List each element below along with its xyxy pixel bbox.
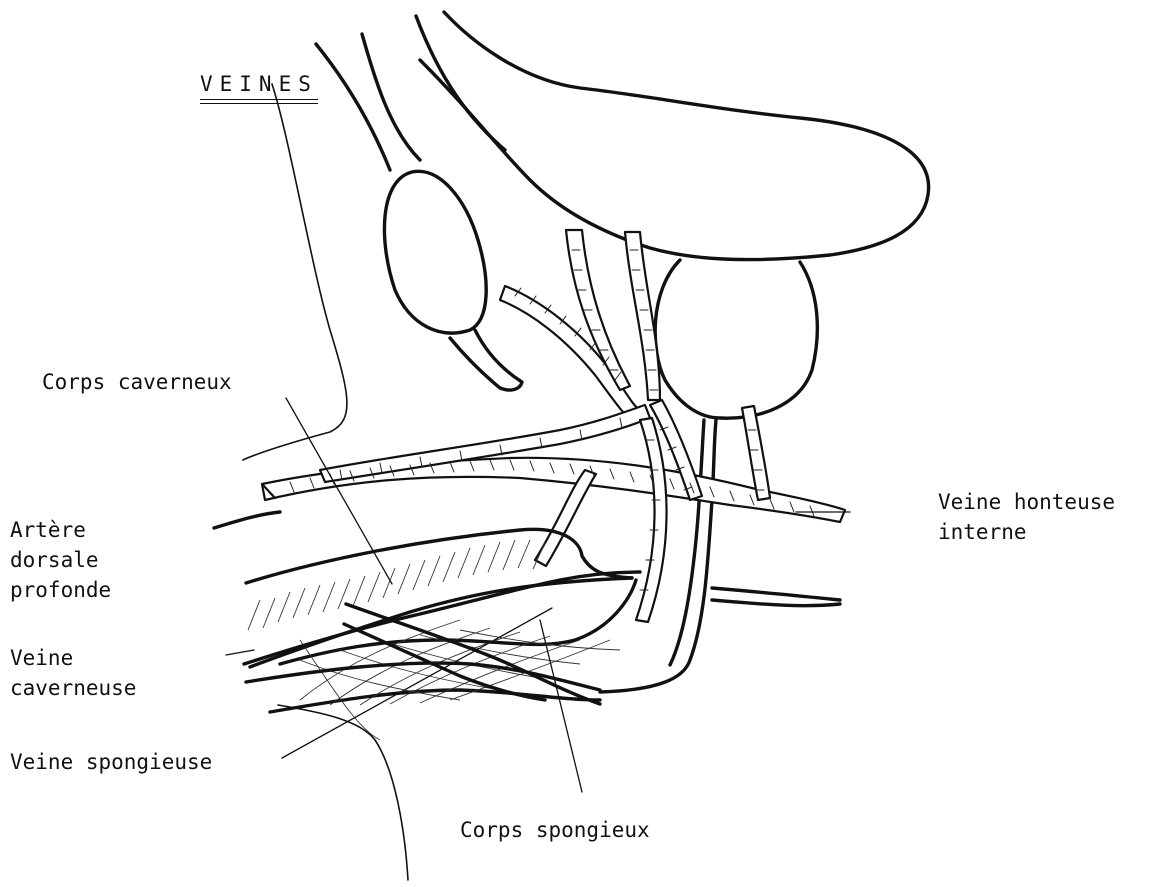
- veine-spongieuse-line: [246, 663, 600, 690]
- body-contour: [243, 84, 347, 460]
- label-veine-honteuse-line2: interne: [938, 518, 1027, 546]
- label-artere-dorsale-line3: profonde: [10, 576, 111, 604]
- seminal-vesicle: [384, 171, 486, 333]
- label-veine-caverneuse-line1: Veine: [10, 644, 73, 672]
- leader-veine-caverneuse: [226, 650, 254, 655]
- veine-caverneuse-line: [244, 572, 640, 664]
- bladder-outline: [420, 12, 929, 260]
- lower-body-contour: [278, 705, 408, 880]
- veine-honteuse-extension-2: [712, 600, 840, 606]
- prostate-outline: [655, 260, 817, 418]
- label-artere-dorsale-line1: Artère: [10, 516, 86, 544]
- vein-branch-down-center: [636, 418, 667, 622]
- upper-duct-right: [416, 16, 505, 150]
- upper-duct-left: [316, 44, 390, 170]
- label-artere-dorsale-line2: dorsale: [10, 546, 99, 574]
- label-veine-caverneuse-line2: caverneuse: [10, 674, 136, 702]
- title-underline: [200, 99, 318, 100]
- vein-branch-up-left: [500, 286, 640, 420]
- corps-spongieux-shape: [280, 580, 636, 664]
- upper-duct-mid: [362, 34, 420, 160]
- label-veine-honteuse-line1: Veine honteuse: [938, 488, 1115, 516]
- label-veine-spongieuse: Veine spongieuse: [10, 748, 212, 776]
- title-block: VEINES: [200, 72, 318, 104]
- veine-honteuse-extension: [712, 588, 840, 600]
- title-underline-double: [200, 103, 318, 104]
- corps-spongieux-lower: [270, 690, 600, 712]
- diagram-title: VEINES: [200, 72, 318, 96]
- artere-dorsale-line: [214, 512, 280, 528]
- label-corps-caverneux: Corps caverneux: [42, 368, 232, 396]
- vesicle-duct: [450, 330, 522, 390]
- vein-branch-down-diag: [535, 470, 596, 566]
- corps-caverneux-shape: [246, 529, 632, 583]
- label-corps-spongieux: Corps spongieux: [460, 816, 650, 844]
